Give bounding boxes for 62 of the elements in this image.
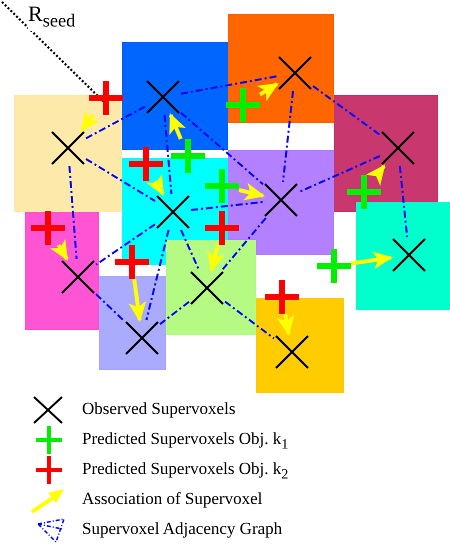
adjacency-line <box>398 166 408 238</box>
predicted-supervoxel-mark <box>129 147 163 181</box>
adjacency-line <box>224 300 275 340</box>
association-arrow <box>128 278 146 322</box>
predicted-supervoxel-mark <box>171 139 205 173</box>
legend-text: Predicted Supervoxels Obj. k$_{2}$ <box>82 459 288 484</box>
observed-supervoxel-mark <box>124 320 160 356</box>
association-arrow <box>366 164 386 186</box>
adjacency-line <box>190 201 264 211</box>
predicted-supervoxel-mark <box>89 81 123 115</box>
supervoxel-region <box>228 14 334 123</box>
association-arrow <box>80 110 100 132</box>
observed-supervoxel-mark <box>274 334 310 370</box>
predicted-supervoxel-mark <box>205 211 239 245</box>
adjacency-line <box>95 223 156 266</box>
adjacency-line <box>312 85 381 136</box>
adjacency-line <box>95 293 125 322</box>
observed-supervoxel-mark <box>145 79 181 115</box>
adjacency-line <box>282 90 294 182</box>
supervoxel-region <box>356 202 450 310</box>
association-arrow <box>350 251 393 270</box>
supervoxel-region <box>122 42 228 150</box>
predicted-supervoxel-mark <box>115 245 149 279</box>
supervoxel-region <box>99 276 166 370</box>
association-arrow <box>146 174 165 196</box>
association-arrow <box>276 314 294 336</box>
association-arrow <box>168 113 186 140</box>
adjacency-line <box>180 75 278 95</box>
adjacency-line <box>164 114 172 194</box>
predicted-supervoxel-mark <box>317 249 351 283</box>
legend-text: Supervoxel Adjacency Graph <box>82 519 282 539</box>
supervoxel-region <box>228 150 334 255</box>
observed-supervoxel-mark <box>155 194 191 230</box>
adjacency-line <box>180 112 264 186</box>
association-arrow <box>207 244 225 272</box>
observed-supervoxel-mark <box>263 182 299 218</box>
adjacency-line <box>298 155 380 193</box>
adjacency-line <box>68 166 78 260</box>
association-arrow <box>238 182 265 200</box>
predicted-supervoxel-mark <box>265 280 299 314</box>
supervoxel-region <box>256 298 344 393</box>
observed-supervoxel-mark <box>380 130 416 166</box>
observed-supervoxel-mark <box>50 130 86 166</box>
predicted-supervoxel-mark <box>205 169 239 203</box>
supervoxel-region <box>25 212 99 330</box>
association-arrow <box>256 82 279 102</box>
observed-supervoxel-mark <box>60 259 96 295</box>
adjacency-line <box>180 230 200 270</box>
supervoxel-region <box>14 95 122 212</box>
legend-text: Observed Supervoxels <box>82 399 236 419</box>
adjacency-line <box>86 106 146 140</box>
legend-text: Association of Supervoxel <box>82 489 262 509</box>
legend-text: Predicted Supervoxels Obj. k$_{1}$ <box>82 429 288 454</box>
observed-supervoxel-mark <box>277 55 313 91</box>
adjacency-line <box>159 301 190 325</box>
association-arrow <box>50 238 69 261</box>
adjacency-line <box>145 230 170 320</box>
observed-supervoxel-mark <box>391 237 427 273</box>
supervoxel-region <box>166 240 256 335</box>
observed-supervoxel-mark <box>189 270 225 306</box>
adjacency-line <box>221 217 267 271</box>
adjacency-line <box>85 158 156 202</box>
